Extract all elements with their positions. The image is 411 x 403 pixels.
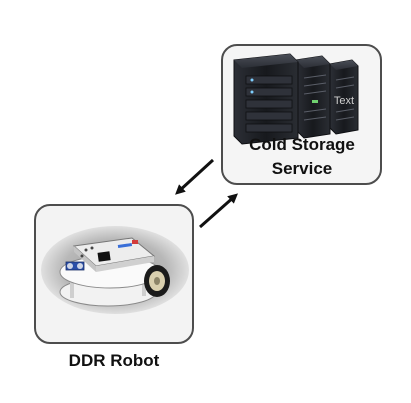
cold-storage-label: Cold Storage Service [222,133,382,181]
cold-storage-label-line2: Service [271,159,333,178]
server-text-label: Text [334,95,354,107]
cold-storage-label-line1: Cold Storage [249,135,355,154]
robot-icon [41,226,189,314]
server-rack-icon: Text [233,53,359,145]
ddr-robot-label: DDR Robot [68,351,160,370]
arrow-storage-to-robot [175,158,215,195]
arrow-robot-to-storage [199,193,238,229]
